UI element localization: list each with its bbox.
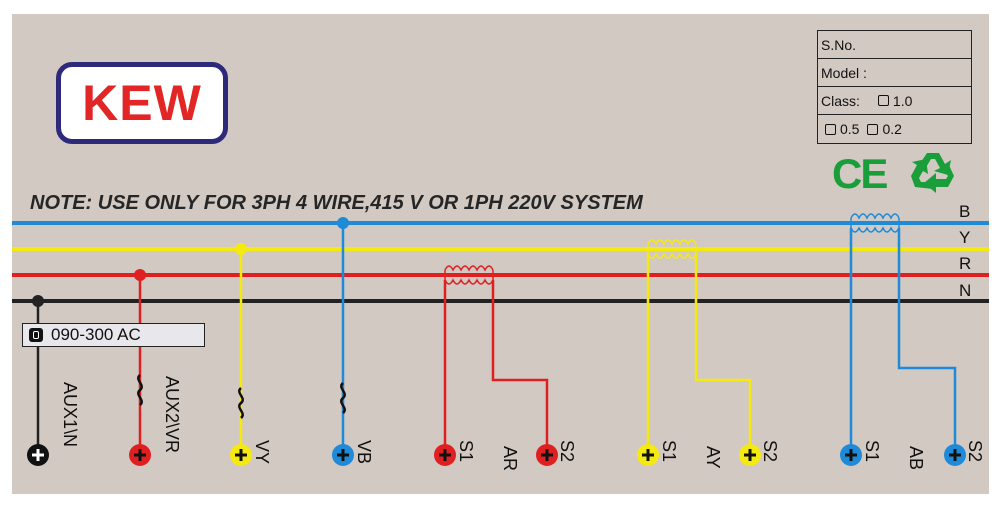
- fuse-icon: [238, 387, 244, 419]
- terminal-ab-s2: [944, 444, 966, 466]
- phase-label-n: N: [959, 281, 972, 300]
- class-checkbox-icon: [867, 123, 879, 135]
- wire-ab-s2: [897, 228, 957, 450]
- terminal-label-ab-s1: S1: [862, 440, 882, 463]
- terminal-label-ab-s2: S2: [965, 440, 985, 463]
- phase-label-r: R: [959, 254, 972, 273]
- terminal-ay-s2: [739, 444, 761, 466]
- terminal-label-vy: VY: [252, 440, 272, 465]
- class-option: 0.2: [882, 121, 902, 137]
- class-option: 0.5: [840, 121, 860, 137]
- terminal-label-vb: VB: [354, 440, 374, 465]
- terminal-ar-s1: [434, 444, 456, 466]
- terminal-vy: [230, 444, 252, 466]
- terminal-label-aux2: AUX2\VR: [162, 376, 182, 454]
- ce-mark: CE: [832, 150, 888, 197]
- phase-label-y: Y: [959, 228, 971, 247]
- info-box: S.No. Model : Class: 1.0 0.5 0.2: [817, 30, 972, 144]
- terminal-vb: [332, 444, 354, 466]
- terminal-ar-s2: [536, 444, 558, 466]
- terminal-label-ar-s2: S2: [557, 440, 577, 463]
- model-row: Model :: [818, 59, 971, 87]
- ct-label-ar: AR: [500, 446, 520, 472]
- ct-coil-b: [850, 213, 900, 233]
- usage-note: NOTE: USE ONLY FOR 3PH 4 WIRE,415 V OR 1…: [30, 192, 643, 214]
- terminal-ab-s1: [840, 444, 862, 466]
- aux-supply-label: 090-300 AC: [22, 323, 205, 347]
- aux-supply-text: 090-300 AC: [51, 325, 141, 344]
- class-option: 1.0: [892, 92, 913, 109]
- fuse-icon: [340, 382, 346, 414]
- power-supply-icon: [29, 328, 43, 342]
- class-row: Class: 1.0: [818, 87, 971, 115]
- terminal-label-ay-s2: S2: [760, 440, 780, 463]
- serial-row: S.No.: [818, 31, 971, 59]
- class-checkbox-icon: [825, 123, 836, 135]
- ct-coil-y: [647, 239, 697, 259]
- ct-label-ab: AB: [906, 446, 926, 471]
- terminal-label-ar-s1: S1: [456, 440, 476, 463]
- terminal-label-aux1: AUX1\N: [60, 382, 80, 448]
- model-label: Model :: [821, 64, 867, 81]
- recycle-icon: [911, 153, 954, 193]
- terminal-ay-s1: [637, 444, 659, 466]
- class-label: Class:: [821, 92, 860, 109]
- logo-text: KEW: [82, 75, 202, 131]
- ct-coil-r: [444, 265, 494, 285]
- class-row-2: 0.5 0.2: [818, 115, 971, 143]
- serial-label: S.No.: [821, 36, 857, 53]
- ct-label-ay: AY: [703, 446, 723, 469]
- kew-logo: KEW: [56, 62, 228, 144]
- terminal-aux2: [129, 444, 151, 466]
- terminal-label-ay-s1: S1: [659, 440, 679, 463]
- terminal-aux1: [27, 444, 49, 466]
- phase-label-b: B: [959, 202, 971, 221]
- wire-ar-s2: [491, 280, 549, 450]
- class-checkbox-icon: [877, 95, 889, 106]
- fuse-icon: [137, 374, 143, 406]
- wire-ay-s2: [694, 254, 752, 450]
